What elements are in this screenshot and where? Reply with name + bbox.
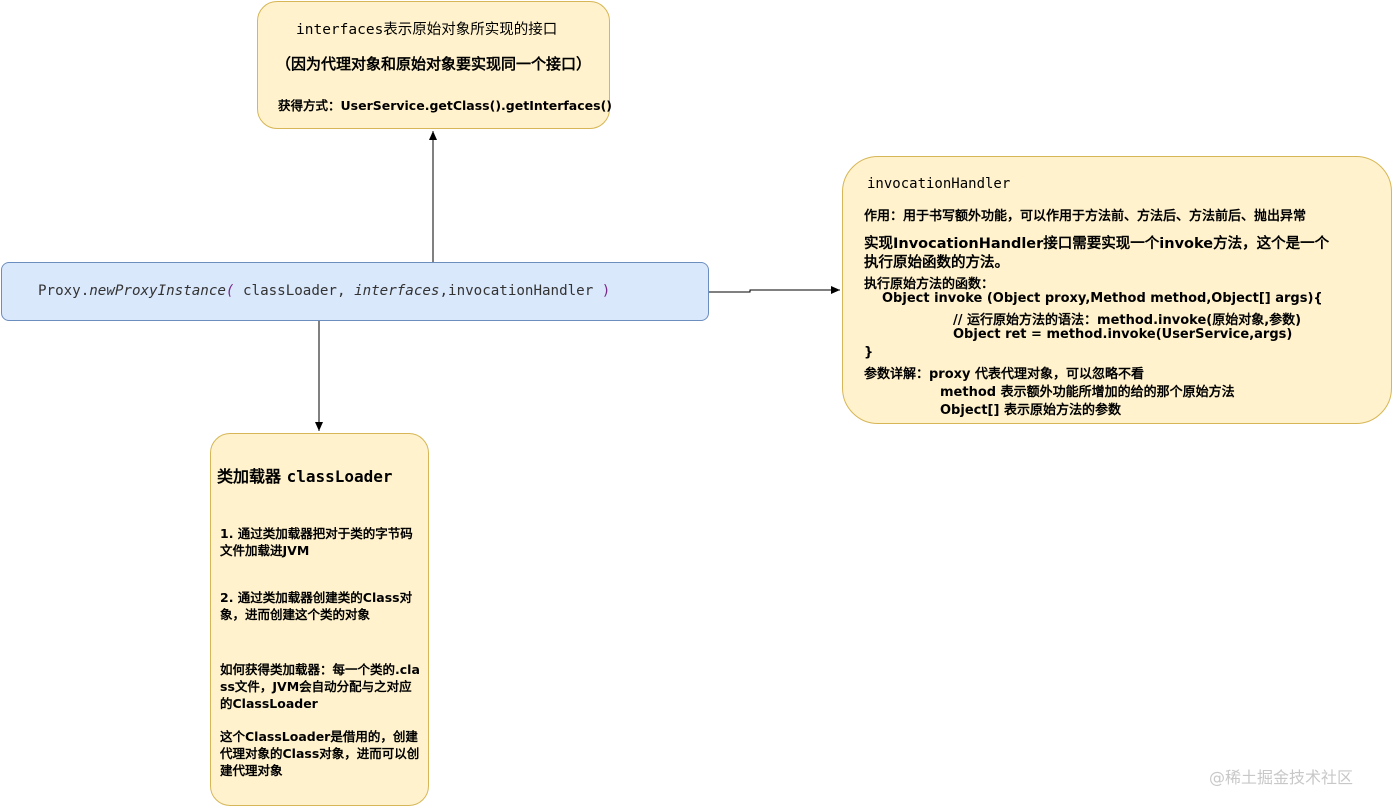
invocation-handler-node[interactable]: invocationHandler 作用：用于书写额外功能，可以作用于方法前、方… bbox=[842, 156, 1392, 424]
proxy-node[interactable]: Proxy.newProxyInstance( classLoader, int… bbox=[1, 262, 709, 321]
classloader-node[interactable]: 类加载器 classLoader 1. 通过类加载器把对于类的字节码文件加载进J… bbox=[210, 433, 429, 806]
classloader-how-to-get: 如何获得类加载器：每一个类的.class文件，JVM会自动分配与之对应的Clas… bbox=[220, 662, 420, 711]
proxy-prefix: Proxy. bbox=[38, 283, 90, 299]
proxy-arg-classloader: classLoader, bbox=[234, 283, 355, 299]
handler-impl-line2: 执行原始函数的方法。 bbox=[864, 255, 1009, 271]
proxy-expression: Proxy.newProxyInstance( classLoader, int… bbox=[38, 283, 610, 299]
classloader-title-code: classLoader bbox=[286, 467, 393, 486]
classloader-title: 类加载器 classLoader bbox=[217, 463, 393, 487]
proxy-arg-interfaces: interfaces bbox=[354, 283, 440, 299]
classloader-point-2: 2. 通过类加载器创建类的Class对象，进而创建这个类的对象 bbox=[220, 590, 413, 622]
handler-title: invocationHandler bbox=[867, 176, 1011, 192]
interfaces-note: （因为代理对象和原始对象要实现同一个接口） bbox=[276, 55, 592, 73]
proxy-method: newProxyInstance bbox=[89, 283, 226, 299]
proxy-open-paren: ( bbox=[225, 283, 235, 299]
interfaces-how: 获得方式：UserService.getClass().getInterface… bbox=[278, 98, 612, 113]
classloader-title-cn: 类加载器 bbox=[217, 467, 287, 486]
handler-call: Object ret = method.invoke(UserService,a… bbox=[953, 327, 1293, 342]
handler-signature: Object invoke (Object proxy,Method metho… bbox=[882, 291, 1323, 306]
watermark: @稀土掘金技术社区 bbox=[1209, 768, 1354, 787]
handler-close-brace: } bbox=[864, 345, 874, 360]
handler-exec-label: 执行原始方法的函数： bbox=[864, 277, 995, 292]
classloader-point-1: 1. 通过类加载器把对于类的字节码文件加载进JVM bbox=[220, 526, 413, 558]
interfaces-title: interfaces表示原始对象所实现的接口 bbox=[296, 18, 557, 39]
interfaces-title-text: interfaces表示原始对象所实现的接口 bbox=[296, 22, 558, 38]
classloader-borrowed-note: 这个ClassLoader是借用的，创建代理对象的Class对象，进而可以创建代… bbox=[220, 729, 420, 778]
handler-params-args: Object[] 表示原始方法的参数 bbox=[940, 403, 1121, 418]
proxy-arg-handler: ,invocationHandler bbox=[439, 283, 602, 299]
interfaces-node[interactable]: interfaces表示原始对象所实现的接口 （因为代理对象和原始对象要实现同一… bbox=[257, 1, 612, 129]
handler-impl-line1: 实现InvocationHandler接口需要实现一个invoke方法，这个是一… bbox=[864, 236, 1330, 252]
handler-comment: // 运行原始方法的语法：method.invoke(原始对象,参数) bbox=[953, 313, 1302, 328]
handler-params-proxy: 参数详解：proxy 代表代理对象，可以忽略不看 bbox=[864, 367, 1145, 382]
handler-purpose: 作用：用于书写额外功能，可以作用于方法前、方法后、方法前后、抛出异常 bbox=[864, 209, 1307, 224]
proxy-close-paren: ) bbox=[601, 283, 611, 299]
handler-params-method: method 表示额外功能所增加的给的那个原始方法 bbox=[940, 385, 1235, 400]
